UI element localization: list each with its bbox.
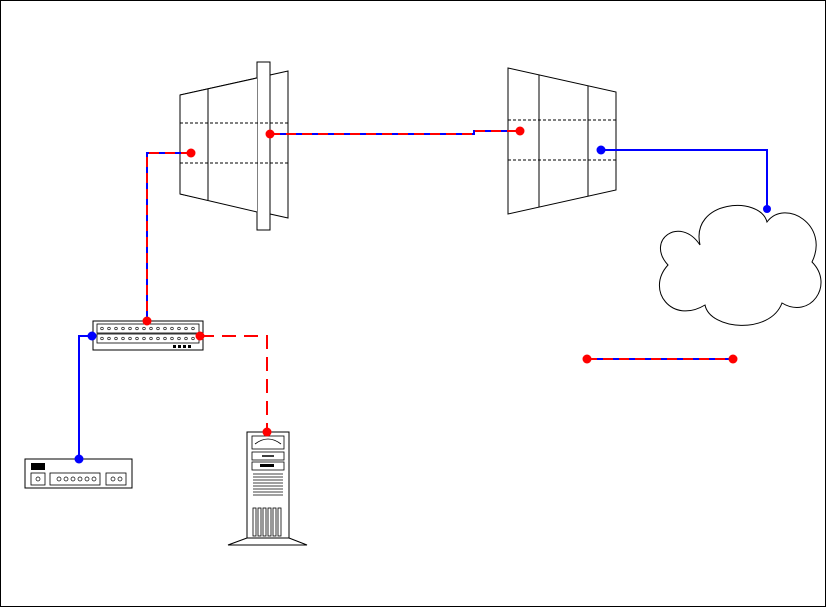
connection-panel-to-cloud[interactable] [601, 150, 767, 209]
connector-dot-red[interactable] [583, 355, 592, 364]
connector-dot-red[interactable] [196, 332, 205, 341]
firewall-post [257, 62, 270, 230]
connector-dot-red[interactable] [266, 130, 275, 139]
connector-dot-red[interactable] [729, 355, 738, 364]
internet-cloud[interactable] [659, 205, 821, 325]
connector-dot-red[interactable] [187, 149, 196, 158]
connection-panel-to-panel[interactable] [270, 131, 520, 134]
connector-dot-blue[interactable] [75, 455, 84, 464]
connector-dot-red[interactable] [516, 127, 525, 136]
connector-dot-red[interactable] [143, 317, 152, 326]
patch-panel-left[interactable] [180, 62, 288, 230]
connection-hub-to-modem[interactable] [79, 336, 92, 459]
connector-dot-blue[interactable] [763, 205, 771, 213]
connector-dot-blue[interactable] [597, 146, 606, 155]
tower-server[interactable] [228, 432, 307, 545]
connector-dot-red[interactable] [263, 428, 272, 437]
connection-hub-to-server[interactable] [200, 336, 267, 432]
patch-panel-right[interactable] [508, 68, 616, 214]
connector-dot-blue[interactable] [88, 332, 97, 341]
modem-display [31, 463, 45, 470]
